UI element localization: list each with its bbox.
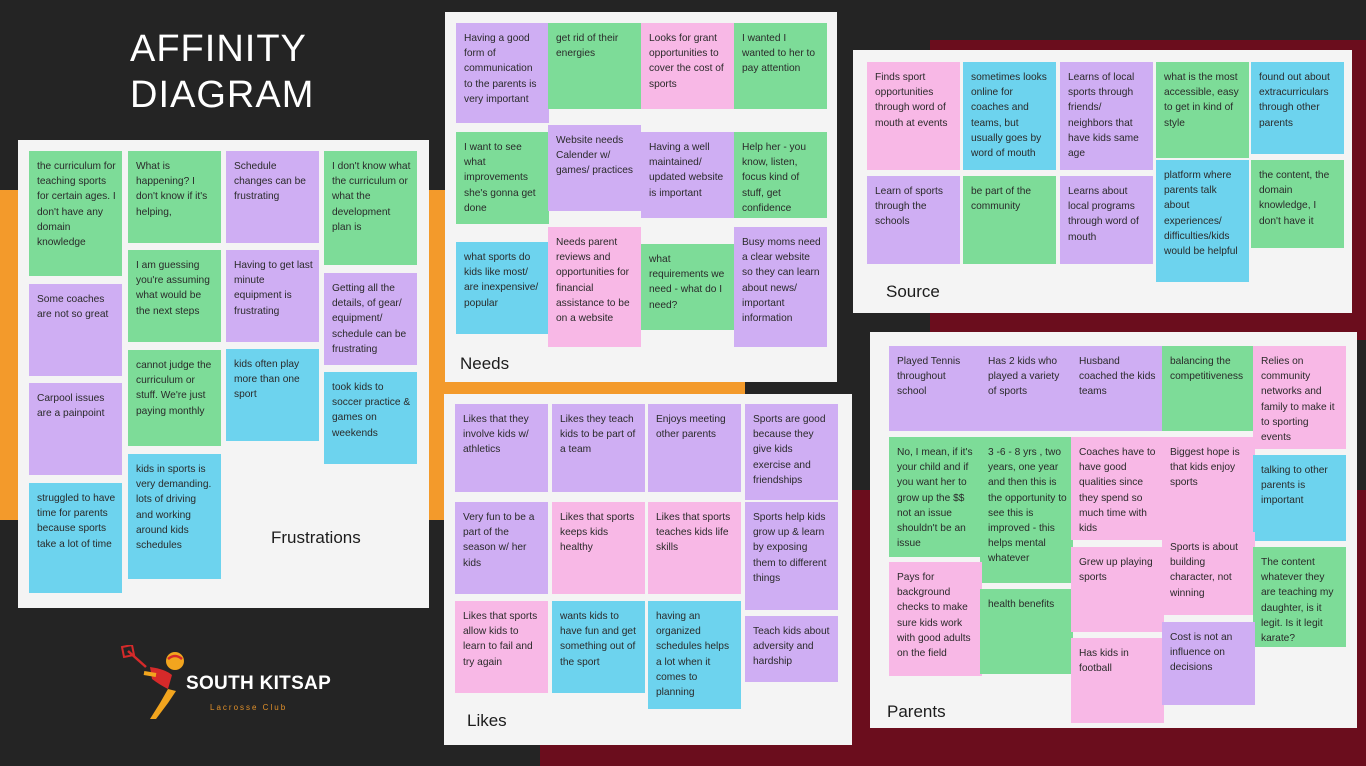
sticky-note[interactable]: having an organized schedules helps a lo… xyxy=(648,601,741,709)
sticky-note[interactable]: Carpool issues are a painpoint xyxy=(29,383,122,475)
sticky-note[interactable]: Looks for grant opportunities to cover t… xyxy=(641,23,734,109)
sticky-note[interactable]: Husband coached the kids teams xyxy=(1071,346,1164,431)
sticky-note[interactable]: the content, the domain knowledge, I don… xyxy=(1251,160,1344,248)
sticky-note[interactable]: what is the most accessible, easy to get… xyxy=(1156,62,1249,158)
sticky-note[interactable]: Likes they teach kids to be part of a te… xyxy=(552,404,645,492)
sticky-note[interactable]: Learns about local programs through word… xyxy=(1060,176,1153,264)
sticky-note[interactable]: talking to other parents is important xyxy=(1253,455,1346,541)
board-label-likes: Likes xyxy=(467,711,507,730)
sticky-note[interactable]: Likes that sports keeps kids healthy xyxy=(552,502,645,594)
sticky-note[interactable]: Cost is not an influence on decisions xyxy=(1162,622,1255,705)
sticky-note[interactable]: sometimes looks online for coaches and t… xyxy=(963,62,1056,170)
sticky-note[interactable]: Learn of sports through the schools xyxy=(867,176,960,264)
sticky-note[interactable]: took kids to soccer practice & games on … xyxy=(324,372,417,464)
board-label-source: Source xyxy=(886,282,940,301)
sticky-note[interactable]: I don't know what the curriculum or what… xyxy=(324,151,417,265)
sticky-note[interactable]: Teach kids about adversity and hardship xyxy=(745,616,838,682)
sticky-note[interactable]: The content whatever they are teaching m… xyxy=(1253,547,1346,647)
sticky-note[interactable]: Sports is about building character, not … xyxy=(1162,532,1255,615)
sticky-note[interactable]: Needs parent reviews and opportunities f… xyxy=(548,227,641,347)
sticky-note[interactable]: I want to see what improvements she's go… xyxy=(456,132,549,224)
sticky-note[interactable]: Likes that sports allow kids to learn to… xyxy=(455,601,548,693)
sticky-note[interactable]: Getting all the details, of gear/ equipm… xyxy=(324,273,417,365)
sticky-note[interactable]: Played Tennis throughout school xyxy=(889,346,982,431)
sticky-note[interactable]: Website needs Calender w/ games/ practic… xyxy=(548,125,641,211)
page-title: AFFINITY DIAGRAM xyxy=(130,26,314,118)
board-parents: Played Tennis throughout school Has 2 ki… xyxy=(870,332,1357,728)
board-label-parents: Parents xyxy=(887,702,946,721)
board-label-frustrations: Frustrations xyxy=(271,528,361,547)
sticky-note[interactable]: Sports are good because they give kids e… xyxy=(745,404,838,500)
sticky-note[interactable]: Learns of local sports through friends/ … xyxy=(1060,62,1153,170)
sticky-note[interactable]: Having a good form of communication to t… xyxy=(456,23,549,123)
board-frustrations: the curriculum for teaching sports for c… xyxy=(18,140,429,608)
board-likes: Likes that they involve kids w/ athletic… xyxy=(444,394,852,745)
sticky-note[interactable]: wants kids to have fun and get something… xyxy=(552,601,645,693)
title-line-1: AFFINITY xyxy=(130,28,307,70)
sticky-note[interactable]: Having to get last minute equipment is f… xyxy=(226,250,319,342)
sticky-note[interactable]: Having a well maintained/ updated websit… xyxy=(641,132,734,218)
sticky-note[interactable]: balancing the competitiveness xyxy=(1162,346,1255,431)
sticky-note[interactable]: Help her - you know, listen, focus kind … xyxy=(734,132,827,218)
sticky-note[interactable]: Has 2 kids who played a variety of sport… xyxy=(980,346,1073,431)
sticky-note[interactable]: the curriculum for teaching sports for c… xyxy=(29,151,122,276)
sticky-note[interactable]: Busy moms need a clear website so they c… xyxy=(734,227,827,347)
sticky-note[interactable]: Enjoys meeting other parents xyxy=(648,404,741,492)
logo-name: SOUTH KITSAP xyxy=(186,673,332,694)
sticky-note[interactable]: Has kids in football xyxy=(1071,638,1164,723)
sticky-note[interactable]: Sports help kids grow up & learn by expo… xyxy=(745,502,838,610)
south-kitsap-logo: SOUTH KITSAP Lacrosse Club xyxy=(120,645,350,725)
board-needs: Having a good form of communication to t… xyxy=(445,12,837,382)
sticky-note[interactable]: found out about extracurriculars through… xyxy=(1251,62,1344,154)
sticky-note[interactable]: Relies on community networks and family … xyxy=(1253,346,1346,449)
sticky-note[interactable]: kids in sports is very demanding. lots o… xyxy=(128,454,221,579)
sticky-note[interactable]: What is happening? I don't know if it's … xyxy=(128,151,221,243)
sticky-note[interactable]: I wanted I wanted to her to pay attentio… xyxy=(734,23,827,109)
sticky-note[interactable]: Finds sport opportunities through word o… xyxy=(867,62,960,170)
sticky-note[interactable]: health benefits xyxy=(980,589,1073,674)
sticky-note[interactable]: I am guessing you're assuming what would… xyxy=(128,250,221,342)
sticky-note[interactable]: kids often play more than one sport xyxy=(226,349,319,441)
sticky-note[interactable]: Some coaches are not so great xyxy=(29,284,122,376)
sticky-note[interactable]: platform where parents talk about experi… xyxy=(1156,160,1249,282)
board-source: Finds sport opportunities through word o… xyxy=(853,50,1352,313)
lacrosse-player-icon xyxy=(120,645,184,719)
sticky-note[interactable]: No, I mean, if it's your child and if yo… xyxy=(889,437,982,557)
sticky-note[interactable]: be part of the community xyxy=(963,176,1056,264)
orange-decor-bottom xyxy=(440,380,745,394)
sticky-note[interactable]: get rid of their energies xyxy=(548,23,641,109)
sticky-note[interactable]: Grew up playing sports xyxy=(1071,547,1164,632)
sticky-note[interactable]: Likes that sports teaches kids life skil… xyxy=(648,502,741,594)
sticky-note[interactable]: what sports do kids like most/ are inexp… xyxy=(456,242,549,334)
board-label-needs: Needs xyxy=(460,354,510,373)
sticky-note[interactable]: struggled to have time for parents becau… xyxy=(29,483,122,593)
sticky-note[interactable]: what requirements we need - what do I ne… xyxy=(641,244,734,330)
sticky-note[interactable]: cannot judge the curriculum or stuff. We… xyxy=(128,350,221,446)
sticky-note[interactable]: Likes that they involve kids w/ athletic… xyxy=(455,404,548,492)
sticky-note[interactable]: Schedule changes can be frustrating xyxy=(226,151,319,243)
sticky-note[interactable]: Pays for background checks to make sure … xyxy=(889,562,982,676)
logo-subtitle: Lacrosse Club xyxy=(210,703,288,712)
sticky-note[interactable]: Very fun to be a part of the season w/ h… xyxy=(455,502,548,594)
sticky-note[interactable]: Coaches have to have good qualities sinc… xyxy=(1071,437,1164,540)
sticky-note[interactable]: 3 -6 - 8 yrs , two years, one year and t… xyxy=(980,437,1073,583)
title-line-2: DIAGRAM xyxy=(130,74,315,116)
